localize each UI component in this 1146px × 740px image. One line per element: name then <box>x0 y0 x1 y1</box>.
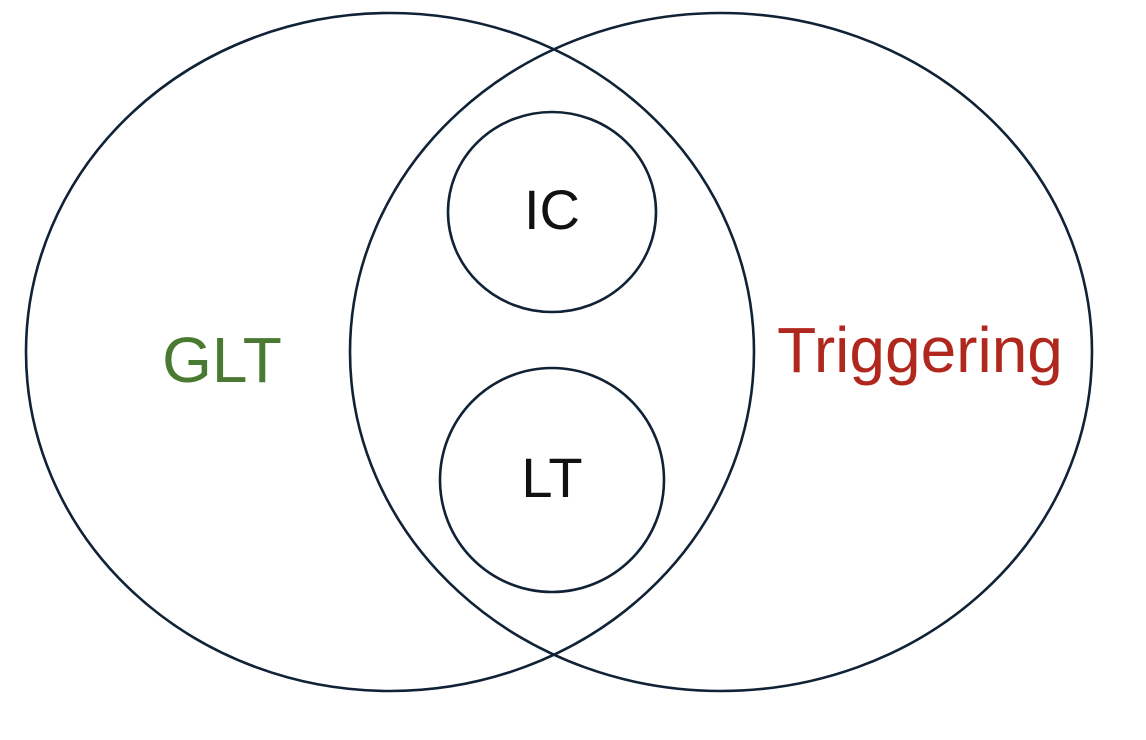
glt-ellipse <box>24 11 756 693</box>
ic-circle <box>446 110 658 314</box>
lt-circle <box>438 366 666 594</box>
lt-label: LT <box>521 446 582 509</box>
ic-label: IC <box>524 178 580 241</box>
triggering-label: Triggering <box>777 314 1063 386</box>
glt-label: GLT <box>162 324 282 396</box>
triggering-ellipse <box>348 11 1094 693</box>
